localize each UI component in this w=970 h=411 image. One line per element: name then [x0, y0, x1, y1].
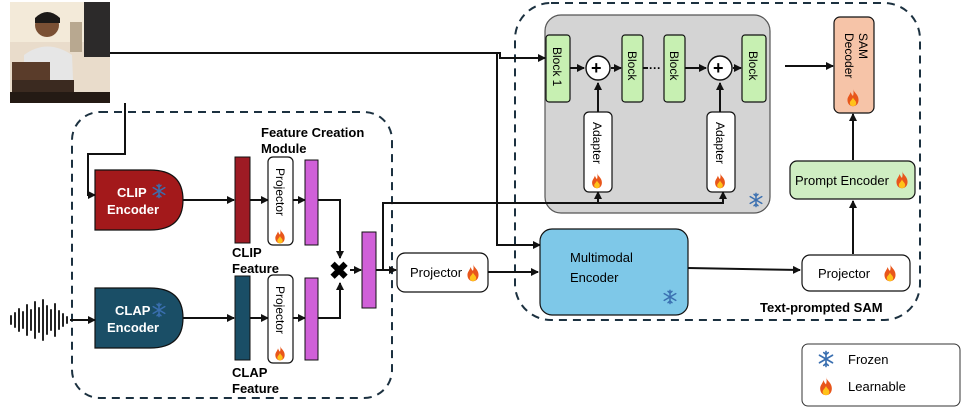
sam-decoder-label: SAM	[856, 33, 870, 59]
multimodal-encoder-label-line2: Encoder	[570, 270, 619, 285]
block-4: Block	[741, 34, 767, 103]
block-3: Block	[663, 34, 686, 103]
block-3-label: Block	[667, 51, 681, 81]
legend-frozen-label: Frozen	[848, 352, 888, 367]
legend: Frozen Learnable	[801, 343, 961, 407]
clip-feature-label-line2: Feature	[232, 261, 279, 276]
fused-feature-bar	[361, 231, 377, 309]
sam-image-encoder-box	[544, 14, 771, 214]
clap-encoder-label: CLAP	[115, 303, 151, 318]
block-2-label: Block	[625, 51, 639, 81]
sam-decoder: SAM Decoder	[833, 16, 875, 114]
connections	[70, 52, 857, 324]
text-projector-label: Projector	[818, 266, 871, 281]
block-1-label: Block 1	[550, 47, 564, 87]
clap-feature-bar	[234, 275, 251, 361]
add-node-2	[707, 55, 733, 81]
clap-feature-label: CLAP	[232, 365, 268, 380]
multiply-icon: ✖	[329, 258, 349, 285]
clap-encoder-label-line2: Encoder	[107, 320, 159, 335]
adapter-1: Adapter	[583, 111, 613, 193]
feature-creation-module-label: Feature Creation	[261, 125, 364, 140]
clip-encoder-label-line2: Encoder	[107, 202, 159, 217]
prompt-encoder: Prompt Encoder	[789, 160, 916, 200]
fusion-projector-label: Projector	[410, 265, 463, 280]
block-4-label: Block	[746, 51, 760, 81]
clip-projected-feature-bar	[304, 159, 319, 246]
legend-learnable-label: Learnable	[848, 379, 906, 394]
prompt-encoder-label: Prompt Encoder	[795, 173, 890, 188]
text-prompted-sam-label: Text-prompted SAM	[760, 300, 883, 315]
text-projector: Projector	[801, 254, 911, 292]
feature-creation-module-container	[71, 111, 393, 399]
input-video-frame	[10, 2, 110, 103]
fusion-projector: Projector	[396, 252, 489, 293]
clip-feature-label: CLIP	[232, 245, 262, 260]
clap-projector: Projector	[267, 274, 294, 364]
feature-creation-module-label-line2: Module	[261, 141, 307, 156]
audio-waveform-icon	[10, 299, 68, 341]
clap-feature-label-line2: Feature	[232, 381, 279, 396]
adapter-2-label: Adapter	[713, 122, 727, 164]
clip-encoder: CLIP Encoder	[94, 169, 184, 231]
text-prompted-sam-container	[514, 2, 921, 321]
clip-projector-label: Projector	[273, 168, 287, 216]
clip-projector: Projector	[267, 156, 294, 246]
block-2: Block	[621, 34, 644, 103]
clap-projected-feature-bar	[304, 277, 319, 361]
clip-encoder-label: CLIP	[117, 185, 147, 200]
block-1: Block 1	[545, 34, 571, 103]
multimodal-encoder: Multimodal Encoder	[539, 228, 689, 316]
adapter-2: Adapter	[706, 111, 736, 193]
add-node-2-label: +	[713, 58, 724, 78]
multimodal-encoder-label: Multimodal	[570, 250, 633, 265]
adapter-1-label: Adapter	[590, 122, 604, 164]
clip-feature-bar	[234, 156, 251, 244]
sam-decoder-label-line2: Decoder	[842, 33, 856, 78]
clap-encoder: CLAP Encoder	[94, 287, 184, 349]
add-node-1-label: +	[591, 58, 602, 78]
clap-projector-label: Projector	[273, 286, 287, 334]
ellipsis-label: ···	[649, 61, 661, 75]
add-node-1	[585, 55, 611, 81]
